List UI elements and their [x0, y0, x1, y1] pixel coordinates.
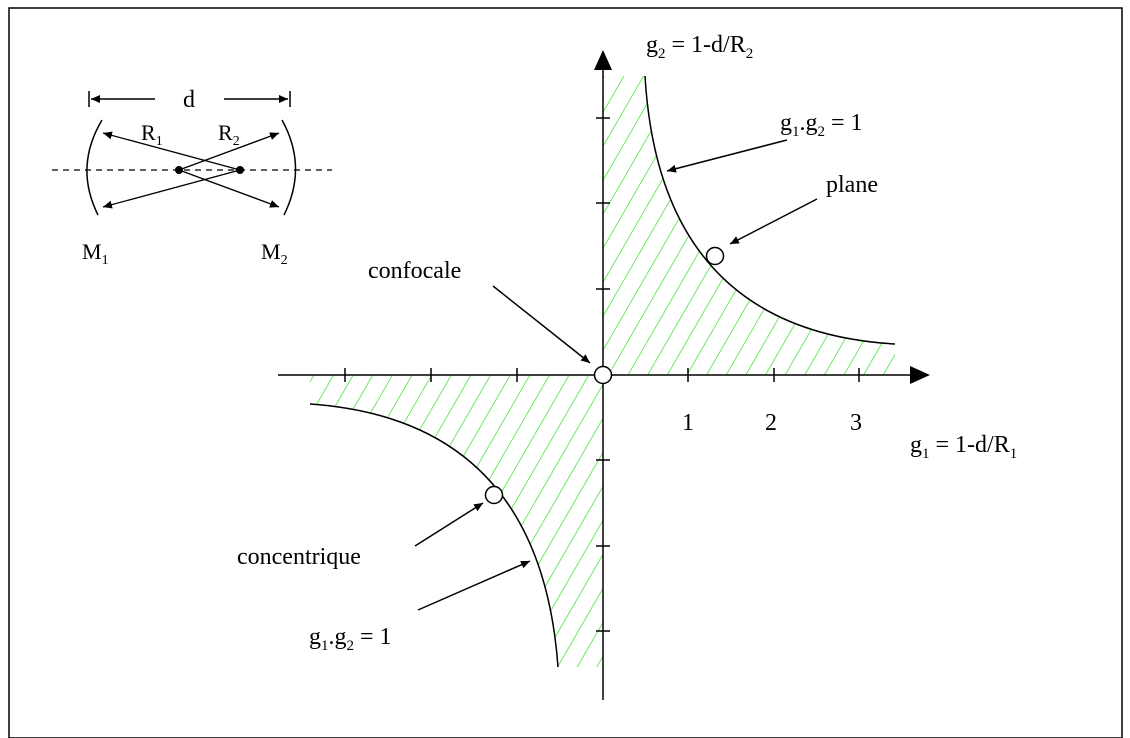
mirror-right [281, 119, 297, 216]
concentric-point-marker [484, 485, 504, 505]
mirror-left [86, 119, 103, 216]
plane-label: plane [826, 172, 878, 198]
x-tick-marks [344, 368, 860, 382]
radius-ray-left-lower [102, 169, 241, 209]
radius-ray-right-upper [178, 132, 280, 171]
frame-border [8, 7, 1123, 738]
distance-label: d [183, 87, 195, 113]
stability-region-lower [310, 375, 603, 667]
lower-hyperbola-label: g1.g2 = 1 [309, 624, 392, 654]
arrow-plane [729, 198, 818, 245]
arrow-upper-hyperbola [666, 139, 788, 173]
x-tick-label-1: 1 [682, 410, 694, 436]
x-tick-label-2: 2 [765, 410, 777, 436]
center-of-curvature-1 [175, 166, 183, 174]
arrow-confocal [492, 285, 591, 364]
x-tick-label-3: 3 [850, 410, 862, 436]
x-axis-arrowhead [910, 366, 930, 384]
y-tick-marks [596, 117, 610, 632]
mirror-label-2: M2 [261, 239, 288, 268]
center-of-curvature-2 [236, 166, 244, 174]
radius-label-1: R1 [141, 120, 163, 149]
x-axis-label: g1 = 1-d/R1 [910, 432, 1017, 462]
hyperbola-curve-upper [644, 75, 896, 345]
radius-label-2: R2 [218, 120, 240, 149]
confocal-label: confocale [368, 258, 461, 284]
arrow-lower-hyperbola [417, 560, 531, 611]
confocal-point-marker [593, 365, 613, 385]
upper-hyperbola-label: g1.g2 = 1 [780, 110, 863, 140]
hyperbola-curve-lower [309, 403, 559, 668]
arrow-concentric [414, 502, 484, 547]
radius-ray-left-upper [102, 131, 241, 171]
y-axis-arrowhead [594, 50, 612, 70]
radius-ray-right-lower [178, 169, 280, 208]
concentric-label: concentrique [237, 544, 361, 570]
y-axis-label: g2 = 1-d/R2 [646, 32, 753, 62]
plane-point-marker [705, 246, 725, 266]
resonator-inset: d R1 R2 M1 M2 [52, 87, 332, 268]
stability-region-upper [603, 76, 895, 375]
mirror-label-1: M1 [82, 239, 109, 268]
